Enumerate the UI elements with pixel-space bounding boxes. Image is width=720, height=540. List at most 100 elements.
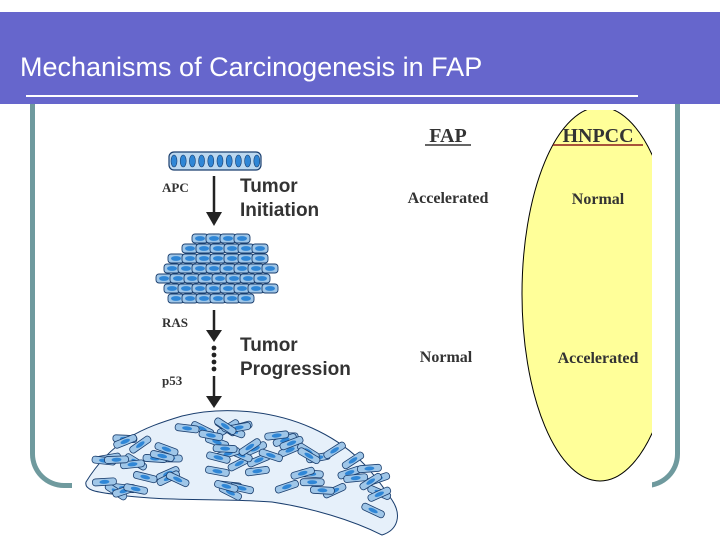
adenoma-cell-nucleus <box>199 296 209 301</box>
adenoma-cell-nucleus <box>251 266 261 271</box>
adenoma-cell-nucleus <box>223 236 233 241</box>
adenoma-cell-nucleus <box>181 266 191 271</box>
carcinoma-cell <box>132 471 158 484</box>
adenoma-cell-nucleus <box>237 266 247 271</box>
carcinoma-cell <box>206 451 231 464</box>
adenoma-cell-nucleus <box>227 246 237 251</box>
adenoma-cell-cluster <box>155 233 279 304</box>
adenoma-cell-nucleus <box>167 286 177 291</box>
carcinoma-cell <box>91 477 117 487</box>
adenoma-cell-nucleus <box>173 276 183 281</box>
carcinoma-cell <box>245 466 270 477</box>
adenoma-cell-nucleus <box>237 286 247 291</box>
carcinoma-cell <box>323 441 346 459</box>
adenoma-cell-nucleus <box>195 236 205 241</box>
adenoma-cell-nucleus <box>201 276 211 281</box>
adenoma-cell-nucleus <box>209 266 219 271</box>
adenoma-cell-nucleus <box>195 266 205 271</box>
adenoma-cell-nucleus <box>195 286 205 291</box>
carcinoma-cell <box>309 485 335 495</box>
cell-nucleus <box>189 154 196 168</box>
adenoma-cell-nucleus <box>223 266 233 271</box>
carcinoma-cell <box>290 466 315 480</box>
carcinoma-cell <box>279 436 304 451</box>
adenoma-cell-nucleus <box>265 286 275 291</box>
carcinoma-cell <box>205 465 230 477</box>
carcinoma-cell <box>359 472 382 491</box>
adenoma-cell-nucleus <box>185 296 195 301</box>
carcinoma-cell <box>113 434 138 449</box>
adenoma-cell-nucleus <box>243 276 253 281</box>
adenoma-cell-nucleus <box>167 266 177 271</box>
carcinoma-cell <box>174 423 200 434</box>
carcinoma-cell <box>343 473 369 483</box>
adenoma-cell-nucleus <box>241 296 251 301</box>
adenoma-cell-nucleus <box>237 236 247 241</box>
cell-nucleus <box>207 154 215 168</box>
adenoma-cell-nucleus <box>223 286 233 291</box>
adenoma-cell-nucleus <box>215 276 225 281</box>
carcinoma-cell <box>154 442 179 457</box>
carcinoma-outline <box>85 410 398 536</box>
carcinoma-cell <box>198 429 224 442</box>
adenoma-cell-nucleus <box>255 246 265 251</box>
adenoma-cell-nucleus <box>251 286 261 291</box>
adenoma-cell-nucleus <box>209 236 219 241</box>
cell-nucleus <box>198 154 205 168</box>
adenoma-cell-nucleus <box>185 256 195 261</box>
adenoma-cell-nucleus <box>213 296 223 301</box>
carcinoma-cell <box>258 448 283 463</box>
carcinoma-cell <box>274 479 299 494</box>
hnpcc-initiation-rate: Normal <box>572 191 625 208</box>
adenoma-cell-nucleus <box>255 256 265 261</box>
cell-nucleus <box>179 154 187 168</box>
carcinoma-cell <box>123 483 149 495</box>
carcinoma-cell <box>341 451 365 470</box>
carcinoma-cell <box>214 417 237 435</box>
carcinoma-cell <box>149 450 175 462</box>
adenoma-cell-nucleus <box>227 256 237 261</box>
fap-column-header: FAP <box>429 125 466 147</box>
fap-initiation-rate: Accelerated <box>408 190 489 207</box>
gene-label-ras: RAS <box>162 315 188 330</box>
carcinogenesis-figure: FAP HNPCC Accelerated Normal Normal Acce… <box>72 110 652 540</box>
cell-nucleus <box>244 154 251 168</box>
adenoma-cell-nucleus <box>209 286 219 291</box>
fap-progression-rate: Normal <box>420 349 473 366</box>
carcinoma-cell <box>361 502 385 519</box>
adenoma-cell-nucleus <box>241 246 251 251</box>
adenoma-cell-nucleus <box>185 246 195 251</box>
carcinoma-cell <box>299 478 325 487</box>
carcinoma-cell <box>165 471 190 488</box>
adenoma-cell-nucleus <box>241 256 251 261</box>
adenoma-cell-nucleus <box>171 296 181 301</box>
slide-title: Mechanisms of Carcinogenesis in FAP <box>20 52 483 82</box>
carcinoma-cell <box>356 463 382 474</box>
adenoma-cell-nucleus <box>199 246 209 251</box>
adenoma-cell-nucleus <box>181 286 191 291</box>
hnpcc-progression-rate: Accelerated <box>558 350 639 367</box>
adenoma-cell-nucleus <box>265 266 275 271</box>
normal-epithelium-cells <box>168 151 262 171</box>
adenoma-cell-nucleus <box>227 296 237 301</box>
carcinoma-cell <box>238 438 261 456</box>
title-bar: Mechanisms of Carcinogenesis in FAP <box>0 12 720 104</box>
carcinoma-cell <box>212 444 238 453</box>
hnpcc-column-header: HNPCC <box>562 125 633 147</box>
carcinoma-cell <box>367 486 392 502</box>
adenoma-cell-nucleus <box>229 276 239 281</box>
title-underline <box>26 95 638 97</box>
stage-initiation-line1: Tumor <box>240 176 298 197</box>
stage-progression-line1: Tumor <box>240 335 298 356</box>
cell-nucleus <box>235 154 242 168</box>
carcinoma-cell <box>129 435 152 454</box>
carcinoma-cell-mass <box>85 410 398 536</box>
hnpcc-highlight-ellipse <box>521 110 652 482</box>
carcinoma-cell <box>214 480 239 493</box>
cell-nucleus <box>216 154 224 168</box>
cell-nucleus <box>225 154 233 168</box>
adenoma-cell-nucleus <box>213 246 223 251</box>
down-arrow-icon <box>206 310 222 342</box>
adenoma-cell-nucleus <box>159 276 169 281</box>
